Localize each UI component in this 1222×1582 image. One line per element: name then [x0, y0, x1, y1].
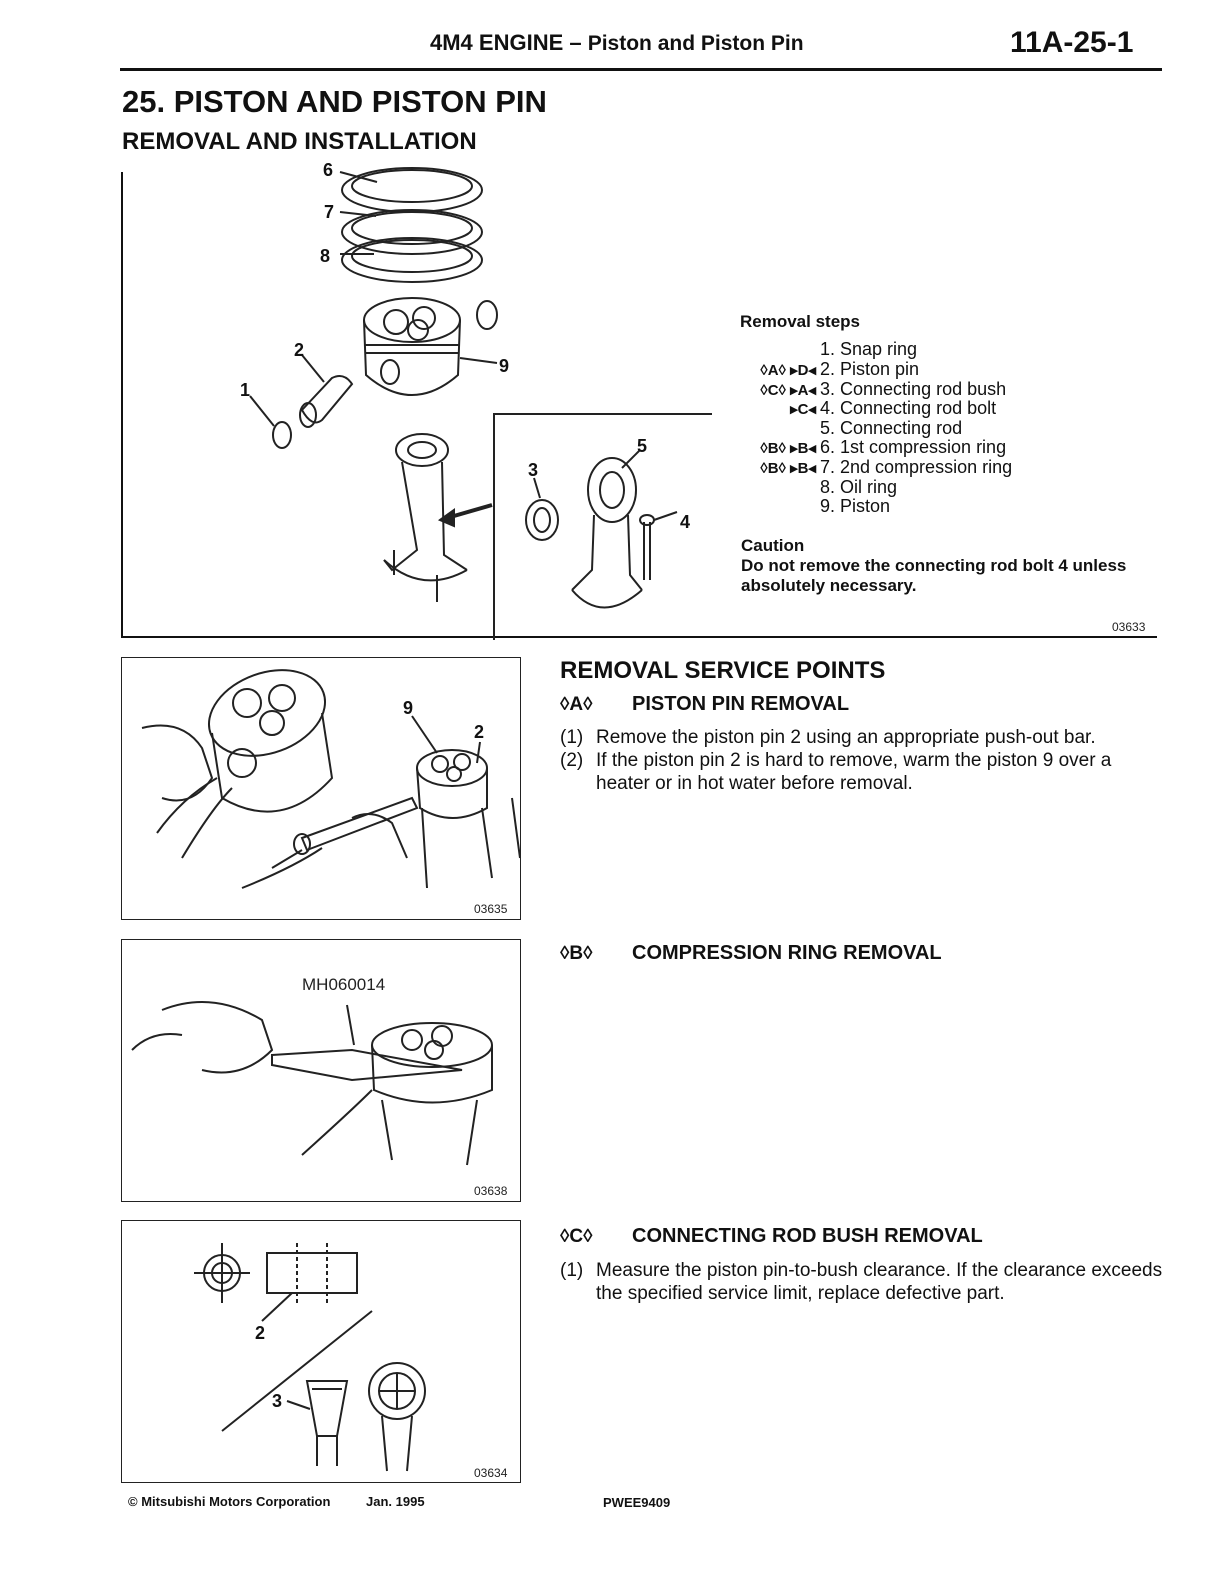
- header-rule: [120, 68, 1162, 71]
- piston-top: [363, 297, 461, 343]
- removal-step: ◊B◊ ▸B◂6. 1st compression ring: [760, 437, 1007, 457]
- compression-ring-2: [341, 209, 483, 255]
- removal-step: ▸C◂4. Connecting rod bolt: [790, 398, 997, 418]
- point-c-step-1: (1)Measure the piston pin-to-bush cleara…: [560, 1260, 1163, 1304]
- callout-9: 9: [499, 356, 509, 376]
- point-a-mark: ◊A◊: [560, 694, 593, 715]
- figure-main-bottom-border: [121, 636, 1157, 638]
- point-a-step-1: (1)Remove the piston pin 2 using an appr…: [560, 727, 1096, 748]
- point-a-title: PISTON PIN REMOVAL: [632, 693, 850, 715]
- callout-2: 2: [294, 340, 304, 360]
- figure-main-number: 03633: [1112, 620, 1146, 634]
- removal-step: ◊C◊ ▸A◂3. Connecting rod bush: [760, 379, 1007, 399]
- figure-a-callout-9: 9: [403, 698, 413, 718]
- tool-number: MH060014: [302, 975, 385, 994]
- figure-a-piston-pin-removal: 9 2 03635: [121, 657, 521, 920]
- removal-step: 5. Connecting rod: [820, 418, 963, 438]
- compression-ring-1: [341, 167, 483, 213]
- service-points-title: REMOVAL SERVICE POINTS: [560, 657, 886, 684]
- removal-step: 8. Oil ring: [820, 477, 898, 497]
- figure-main-exploded-view: 6 7 8 2 9 1 5 3 4: [240, 160, 712, 640]
- figure-main-left-border: [121, 172, 123, 637]
- point-b-heading: ◊B◊ COMPRESSION RING REMOVAL: [560, 942, 942, 965]
- callout-6: 6: [323, 160, 333, 180]
- callout-3: 3: [528, 460, 538, 480]
- header-title-sub: Piston and Piston Pin: [587, 32, 804, 55]
- point-b-mark: ◊B◊: [560, 943, 593, 964]
- removal-step: ◊B◊ ▸B◂7. 2nd compression ring: [760, 457, 1013, 477]
- figure-c-callout-2: 2: [255, 1323, 265, 1343]
- figure-a-number: 03635: [474, 902, 508, 916]
- callout-4: 4: [680, 512, 690, 532]
- section-title: 25. PISTON AND PISTON PIN: [122, 84, 547, 119]
- figure-c-callout-3: 3: [272, 1391, 282, 1411]
- callout-5: 5: [637, 436, 647, 456]
- caution-title: Caution: [741, 536, 805, 555]
- removal-step: ◊A◊ ▸D◂2. Piston pin: [760, 359, 920, 379]
- caution-text: Do not remove the connecting rod bolt 4 …: [741, 556, 1127, 595]
- removal-step: 9. Piston: [820, 496, 891, 516]
- figure-c-bush-clearance: 2 3 03634: [121, 1220, 521, 1483]
- header-title-main: 4M4 ENGINE –: [430, 30, 588, 55]
- footer-code: PWEE9409: [603, 1495, 671, 1510]
- page-number: 11A-25-1: [1010, 26, 1134, 59]
- oil-ring: [341, 237, 483, 283]
- footer-date: Jan. 1995: [366, 1494, 425, 1509]
- callout-1: 1: [240, 380, 250, 400]
- figure-b-number: 03638: [474, 1184, 508, 1198]
- point-c-title: CONNECTING ROD BUSH REMOVAL: [632, 1225, 983, 1247]
- point-b-title: COMPRESSION RING REMOVAL: [632, 942, 942, 964]
- callout-8: 8: [320, 246, 330, 266]
- figure-a-callout-2: 2: [474, 722, 484, 742]
- footer-copyright: © Mitsubishi Motors Corporation: [128, 1494, 331, 1509]
- figure-b-compression-ring-removal: MH060014 03638: [121, 939, 521, 1202]
- point-a-step-2: (2)If the piston pin 2 is hard to remove…: [560, 750, 1112, 794]
- figure-c-number: 03634: [474, 1466, 508, 1480]
- header-title: 4M4 ENGINE – Piston and Piston Pin: [430, 30, 804, 56]
- removal-step: 1. Snap ring: [820, 339, 918, 359]
- point-c-heading: ◊C◊ CONNECTING ROD BUSH REMOVAL: [560, 1225, 983, 1248]
- point-a-heading: ◊A◊ PISTON PIN REMOVAL: [560, 693, 849, 716]
- removal-steps-title: Removal steps: [740, 312, 860, 331]
- callout-7: 7: [324, 202, 334, 222]
- section-subtitle: REMOVAL AND INSTALLATION: [122, 128, 477, 155]
- point-c-mark: ◊C◊: [560, 1226, 593, 1247]
